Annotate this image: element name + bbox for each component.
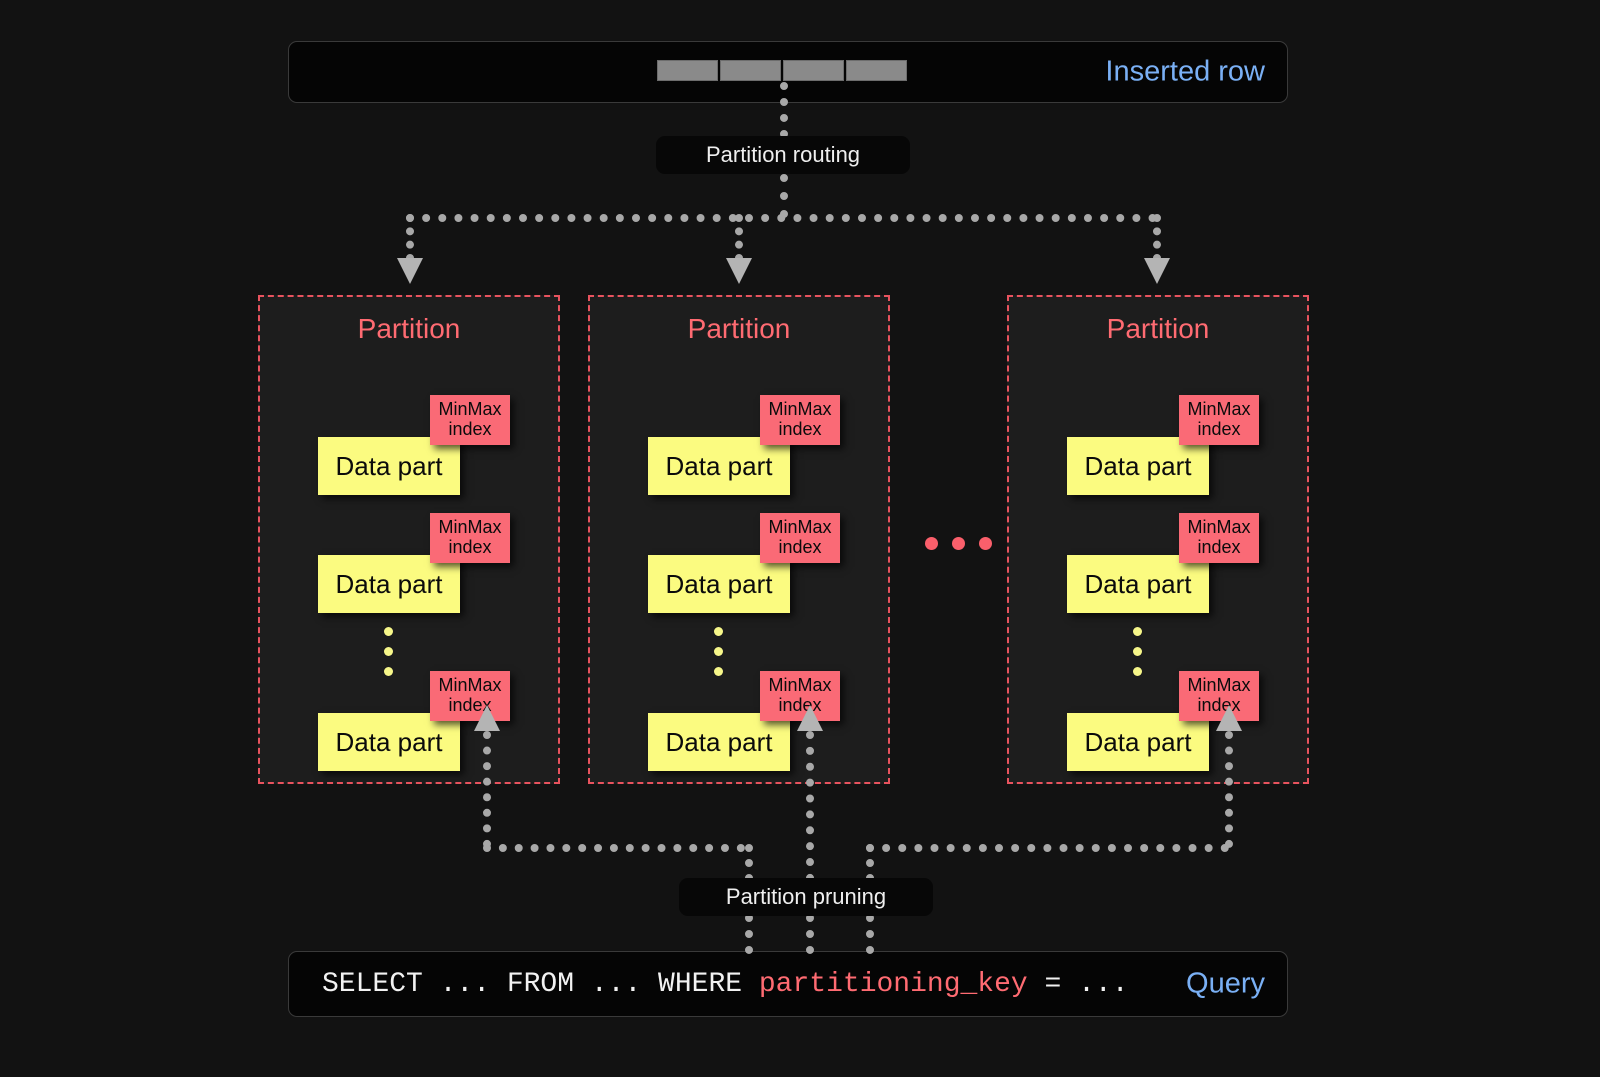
- data-part-box: Data part: [318, 555, 460, 613]
- ellipsis-dot: [384, 667, 393, 676]
- sql-prefix: SELECT ... FROM ... WHERE: [322, 969, 759, 1000]
- row-cell: [657, 60, 718, 81]
- vertical-ellipsis: [1133, 627, 1142, 676]
- partition-routing-box: Partition routing: [656, 136, 910, 174]
- ellipsis-dot: [714, 627, 723, 636]
- partition-box-2: Partition MinMax index Data part MinMax …: [588, 295, 890, 784]
- minmax-index-line2: index: [1197, 419, 1241, 439]
- minmax-index-line2: index: [778, 537, 822, 557]
- data-part-box: Data part: [648, 555, 790, 613]
- query-sql-text: SELECT ... FROM ... WHERE partitioning_k…: [322, 969, 1129, 1000]
- minmax-index-line1: MinMax: [438, 675, 502, 696]
- minmax-index-line1: MinMax: [438, 517, 502, 538]
- ellipsis-dot: [1133, 667, 1142, 676]
- connector-pruning-down-3: [866, 844, 874, 882]
- data-part-group: MinMax index Data part: [318, 513, 518, 613]
- minmax-index-line2: index: [448, 537, 492, 557]
- connector-pruning-down-1: [745, 844, 753, 882]
- data-part-group: MinMax index Data part: [648, 395, 848, 495]
- minmax-index-line1: MinMax: [768, 517, 832, 538]
- ellipsis-dot: [925, 537, 938, 550]
- minmax-index-line1: MinMax: [768, 675, 832, 696]
- data-part-box: Data part: [1067, 437, 1209, 495]
- partition-title: Partition: [1106, 313, 1210, 344]
- inserted-row-bar: Inserted row: [288, 41, 1288, 103]
- ellipsis-dot: [1133, 647, 1142, 656]
- minmax-index-line1: MinMax: [438, 399, 502, 420]
- data-part-group: MinMax index Data part: [318, 395, 518, 495]
- sql-suffix: = ...: [1027, 969, 1129, 1000]
- minmax-index-box: MinMax index: [1179, 395, 1259, 445]
- data-part-box: Data part: [648, 713, 790, 771]
- arrowhead-partition-3: [1144, 258, 1170, 284]
- connector-drop-partition-3: [1153, 214, 1161, 262]
- arrowhead-partition-1: [397, 258, 423, 284]
- minmax-index-line1: MinMax: [1187, 517, 1251, 538]
- minmax-index-box: MinMax index: [760, 395, 840, 445]
- vertical-ellipsis: [384, 627, 393, 676]
- connector-drop-partition-1: [406, 214, 414, 262]
- partition-box-1: Partition MinMax index Data part MinMax …: [258, 295, 560, 784]
- connector-pruning-to-query-1: [745, 914, 753, 954]
- minmax-index-line2: index: [1197, 537, 1241, 557]
- minmax-index-line1: MinMax: [1187, 399, 1251, 420]
- connector-pruning-to-query-3: [866, 914, 874, 954]
- between-partitions-ellipsis: [925, 537, 992, 550]
- data-part-box: Data part: [318, 713, 460, 771]
- partition-pruning-box: Partition pruning: [679, 878, 933, 916]
- data-part-group: MinMax index Data part: [1067, 513, 1267, 613]
- inserted-row-cells: [657, 60, 907, 81]
- minmax-index-line2: index: [448, 419, 492, 439]
- arrowhead-pruning-partition-2: [797, 705, 823, 731]
- partition-title: Partition: [687, 313, 791, 344]
- partition-title: Partition: [357, 313, 461, 344]
- data-part-group: MinMax index Data part: [648, 513, 848, 613]
- row-cell: [720, 60, 781, 81]
- ellipsis-dot: [714, 667, 723, 676]
- data-part-group: MinMax index Data part: [1067, 395, 1267, 495]
- ellipsis-dot: [952, 537, 965, 550]
- minmax-index-box: MinMax index: [430, 395, 510, 445]
- partition-pruning-label: Partition pruning: [725, 884, 887, 909]
- row-cell: [846, 60, 907, 81]
- data-part-box: Data part: [1067, 713, 1209, 771]
- minmax-index-box: MinMax index: [1179, 513, 1259, 563]
- ellipsis-dot: [1133, 627, 1142, 636]
- arrowhead-pruning-partition-1: [474, 705, 500, 731]
- ellipsis-dot: [714, 647, 723, 656]
- vertical-ellipsis: [714, 627, 723, 676]
- data-part-box: Data part: [648, 437, 790, 495]
- arrowhead-partition-2: [726, 258, 752, 284]
- ellipsis-dot: [979, 537, 992, 550]
- partition-box-3: Partition MinMax index Data part MinMax …: [1007, 295, 1309, 784]
- query-bar: Query: [288, 951, 1288, 1017]
- minmax-index-line1: MinMax: [1187, 675, 1251, 696]
- ellipsis-dot: [384, 647, 393, 656]
- minmax-index-box: MinMax index: [430, 513, 510, 563]
- connector-drop-partition-2: [735, 214, 743, 262]
- minmax-index-box: MinMax index: [760, 513, 840, 563]
- connector-pruning-up-1: [483, 731, 491, 848]
- minmax-index-line2: index: [778, 419, 822, 439]
- row-cell: [783, 60, 844, 81]
- data-part-box: Data part: [318, 437, 460, 495]
- arrowhead-pruning-partition-3: [1216, 705, 1242, 731]
- query-label: Query: [1186, 967, 1265, 1000]
- connector-pruning-up-3: [1225, 731, 1233, 848]
- minmax-index-box: MinMax index: [760, 671, 840, 721]
- connector-pruning-to-query-2: [806, 914, 814, 954]
- data-part-box: Data part: [1067, 555, 1209, 613]
- ellipsis-dot: [384, 627, 393, 636]
- inserted-row-label: Inserted row: [1105, 55, 1265, 88]
- connector-pruning-bus-right: [866, 844, 1229, 852]
- connector-routing-down: [780, 174, 788, 218]
- minmax-index-line1: MinMax: [768, 399, 832, 420]
- connector-pruning-up-2: [806, 731, 814, 882]
- partition-routing-label: Partition routing: [705, 142, 861, 167]
- data-part-group: MinMax index Data part: [648, 671, 848, 771]
- connector-fanout-bus: [406, 214, 1157, 222]
- connector-row-to-routing: [780, 82, 788, 138]
- connector-pruning-bus-left: [483, 844, 745, 852]
- sql-partitioning-key: partitioning_key: [758, 969, 1028, 1000]
